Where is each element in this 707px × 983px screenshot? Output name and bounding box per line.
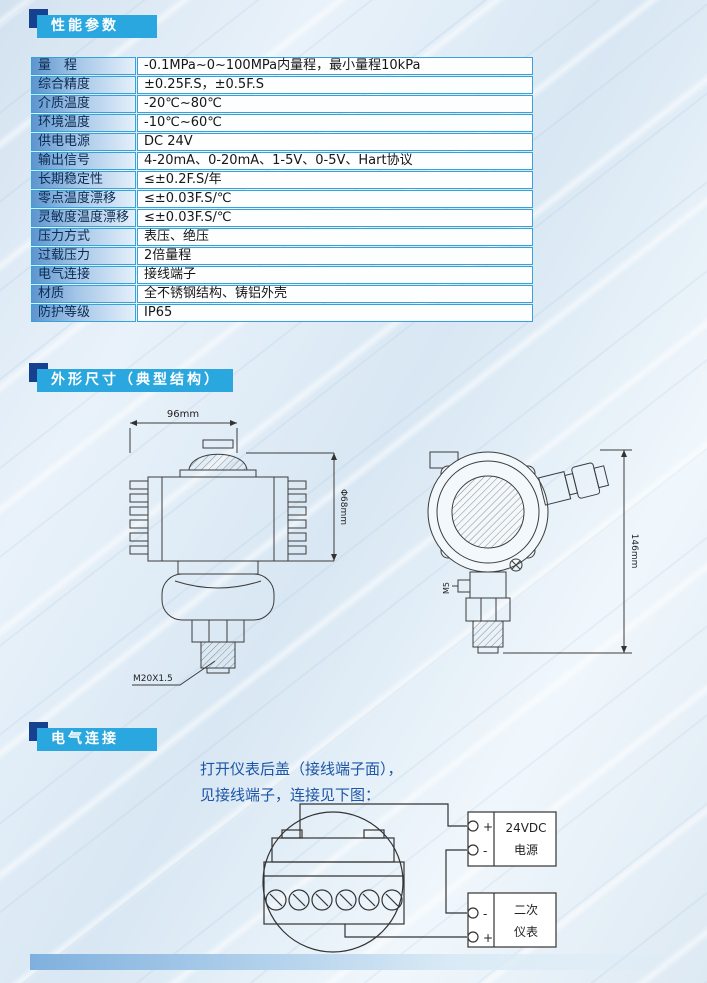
table-row: 供电电源 DC 24V — [31, 133, 534, 151]
performance-table-body: 量 程 -0.1MPa~0~100MPa内量程，最小量程10kPa 综合精度 ±… — [31, 57, 534, 322]
spec-label: 材质 — [31, 285, 137, 303]
terminal-screws — [265, 889, 403, 911]
wires — [299, 803, 467, 938]
spec-value: ≤±0.2F.S/年 — [137, 171, 534, 189]
spec-label: 零点温度漂移 — [31, 190, 137, 208]
wiring-diagram: + - 24VDC 电源 - + 二次 仪表 — [262, 803, 557, 953]
front-view — [129, 420, 337, 686]
spec-value: ≤±0.03F.S/℃ — [137, 190, 534, 208]
table-row: 输出信号 4-20mA、0-20mA、1-5V、0-5V、Hart协议 — [31, 152, 534, 170]
spec-label: 长期稳定性 — [31, 171, 137, 189]
spec-value: 4-20mA、0-20mA、1-5V、0-5V、Hart协议 — [137, 152, 534, 170]
section-title-performance: 性能参数 — [37, 15, 157, 38]
spec-label: 电气连接 — [31, 266, 137, 284]
dim-side-thread-label: M5 — [442, 582, 451, 594]
spec-value: -0.1MPa~0~100MPa内量程，最小量程10kPa — [137, 57, 534, 75]
meter-box-label-line2: 仪表 — [514, 925, 538, 939]
meter-terminal-plus: + — [483, 931, 493, 945]
spec-value: ≤±0.03F.S/℃ — [137, 209, 534, 227]
table-row: 电气连接 接线端子 — [31, 266, 534, 284]
spec-value: -20℃~80℃ — [137, 95, 534, 113]
spec-label: 量 程 — [31, 57, 137, 75]
spec-label: 环境温度 — [31, 114, 137, 132]
spec-label: 灵敏度温度漂移 — [31, 209, 137, 227]
dim-diameter-label: Φ68mm — [338, 489, 348, 525]
dimension-drawing: 96mm M20X1.5 Φ68mm M5 146mm — [129, 409, 639, 686]
spec-value: -10℃~60℃ — [137, 114, 534, 132]
spec-label: 防护等级 — [31, 304, 137, 322]
spec-value: 接线端子 — [137, 266, 534, 284]
spec-value: 全不锈钢结构、铸铝外壳 — [137, 285, 534, 303]
spec-value: 2倍量程 — [137, 247, 534, 265]
dim-height-label: 146mm — [629, 534, 639, 569]
table-row: 量 程 -0.1MPa~0~100MPa内量程，最小量程10kPa — [31, 57, 534, 75]
table-row: 环境温度 -10℃~60℃ — [31, 114, 534, 132]
wiring-instruction-line: 打开仪表后盖（接线端子面）， — [200, 760, 403, 778]
table-row: 压力方式 表压、绝压 — [31, 228, 534, 246]
side-view — [427, 449, 632, 654]
performance-table: 量 程 -0.1MPa~0~100MPa内量程，最小量程10kPa 综合精度 ±… — [30, 56, 534, 323]
power-box-label-line2: 电源 — [514, 843, 538, 857]
power-terminal-plus: + — [483, 820, 493, 834]
wiring-instructions: 打开仪表后盖（接线端子面）， 见接线端子，连接见下图： — [200, 756, 403, 808]
meter-box-label-line1: 二次 — [514, 903, 538, 917]
table-row: 综合精度 ±0.25F.S，±0.5F.S — [31, 76, 534, 94]
table-row: 长期稳定性 ≤±0.2F.S/年 — [31, 171, 534, 189]
spec-label: 综合精度 — [31, 76, 137, 94]
spec-label: 介质温度 — [31, 95, 137, 113]
dim-bottom-thread-label: M20X1.5 — [133, 674, 173, 684]
table-row: 过载压力 2倍量程 — [31, 247, 534, 265]
section-title-dimensions: 外形尺寸（典型结构） — [37, 369, 233, 392]
spec-label: 过载压力 — [31, 247, 137, 265]
spec-label: 供电电源 — [31, 133, 137, 151]
secondary-meter-box — [467, 892, 557, 948]
spec-value: DC 24V — [137, 133, 534, 151]
section-title-wiring: 电气连接 — [37, 728, 157, 751]
power-supply-box — [467, 811, 557, 867]
meter-terminal-minus: - — [483, 907, 487, 921]
table-row: 灵敏度温度漂移 ≤±0.03F.S/℃ — [31, 209, 534, 227]
power-terminal-minus: - — [483, 844, 487, 858]
spec-label: 压力方式 — [31, 228, 137, 246]
spec-value: 表压、绝压 — [137, 228, 534, 246]
dim-width-label: 96mm — [167, 409, 199, 420]
table-row: 防护等级 IP65 — [31, 304, 534, 322]
spec-label: 输出信号 — [31, 152, 137, 170]
spec-value: IP65 — [137, 304, 534, 322]
table-row: 介质温度 -20℃~80℃ — [31, 95, 534, 113]
wiring-instruction-line: 见接线端子，连接见下图： — [200, 786, 381, 804]
bottom-accent-bar — [30, 954, 678, 970]
table-row: 材质 全不锈钢结构、铸铝外壳 — [31, 285, 534, 303]
table-row: 零点温度漂移 ≤±0.03F.S/℃ — [31, 190, 534, 208]
power-box-label-line1: 24VDC — [505, 821, 546, 835]
spec-value: ±0.25F.S，±0.5F.S — [137, 76, 534, 94]
terminal-housing — [262, 811, 405, 953]
